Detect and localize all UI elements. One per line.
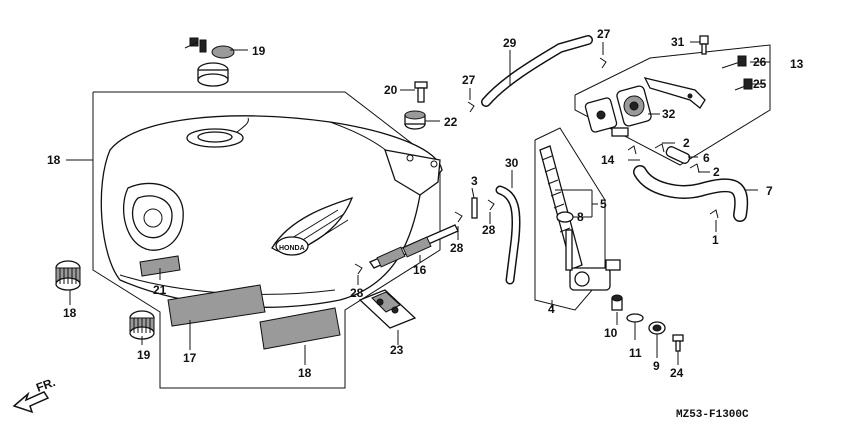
clip-28-b bbox=[487, 199, 495, 211]
callout-20: 19 bbox=[252, 44, 266, 58]
callout-21: 21 bbox=[153, 283, 167, 297]
pin-3 bbox=[471, 197, 478, 219]
callout-9: 9 bbox=[653, 359, 660, 373]
callout-18-b: 19 bbox=[137, 348, 151, 362]
mount-rubber-left bbox=[55, 260, 81, 291]
clip-28-c bbox=[354, 263, 363, 275]
bolt-22 bbox=[672, 334, 684, 352]
bolt-23 bbox=[414, 81, 428, 103]
callout-28-b: 28 bbox=[482, 223, 496, 237]
fuel-cock bbox=[565, 229, 621, 291]
seal-rubber-21 bbox=[139, 255, 181, 277]
callout-6: 6 bbox=[703, 151, 710, 165]
bracket-19 bbox=[358, 289, 417, 329]
leader-lines bbox=[66, 41, 770, 365]
callout-labels: 19 18 20 22 27 29 27 31 26 13 25 32 2 14… bbox=[47, 27, 804, 380]
callout-5: 5 bbox=[600, 197, 607, 211]
bolt-25 bbox=[734, 78, 753, 91]
clip-27-a bbox=[467, 101, 475, 113]
callout-17: 18 bbox=[298, 366, 312, 380]
fuel-cap bbox=[184, 37, 235, 87]
callout-32: 32 bbox=[662, 107, 676, 121]
callout-11: 11 bbox=[629, 346, 642, 360]
fuel-strainer-5 bbox=[539, 145, 583, 270]
callout-28-a: 28 bbox=[450, 241, 464, 255]
callout-4: 4 bbox=[548, 302, 555, 316]
callout-7: 7 bbox=[766, 184, 773, 198]
callout-16: 17 bbox=[183, 351, 197, 365]
callout-31: 31 bbox=[671, 35, 685, 49]
callout-2-b: 2 bbox=[713, 165, 720, 179]
drawing-code: MZ53-F1300C bbox=[676, 409, 749, 421]
clip-1 bbox=[709, 209, 719, 219]
callout-12: 13 bbox=[790, 57, 804, 71]
callout-14: 18 bbox=[47, 153, 61, 167]
callout-13: 14 bbox=[601, 153, 615, 167]
callout-30: 30 bbox=[505, 156, 519, 170]
callout-3: 3 bbox=[471, 174, 478, 188]
callout-27-a: 27 bbox=[462, 73, 476, 87]
seal-rubber-17 bbox=[259, 307, 341, 350]
front-arrow: FR. bbox=[12, 375, 57, 414]
clip-2-a bbox=[654, 143, 665, 153]
stay-12 bbox=[643, 77, 706, 109]
fuel-tank-assembly-outline bbox=[92, 91, 441, 389]
callout-18-a: 18 bbox=[63, 306, 77, 320]
callout-23: 20 bbox=[384, 83, 398, 97]
callout-19: 23 bbox=[390, 343, 404, 357]
fuel-tank: HONDA bbox=[100, 115, 443, 308]
svg-text:HONDA: HONDA bbox=[279, 245, 305, 252]
callout-10: 10 bbox=[604, 326, 618, 340]
clip-28-a bbox=[454, 211, 463, 223]
lever-10 bbox=[611, 294, 623, 311]
callout-25: 25 bbox=[753, 77, 767, 91]
clip-27-b bbox=[599, 57, 607, 69]
mount-rubber-lower bbox=[129, 310, 155, 340]
front-label: FR. bbox=[34, 375, 57, 395]
callout-26: 26 bbox=[753, 55, 767, 69]
vacuum-valve-32 bbox=[616, 85, 652, 127]
valve-body-13 bbox=[584, 97, 637, 155]
breather-tube-29 bbox=[481, 35, 593, 107]
bolt-31 bbox=[699, 35, 709, 55]
callout-15: 16 bbox=[413, 263, 427, 277]
vacuum-valve-assembly-outline bbox=[574, 44, 771, 166]
callout-2-a: 2 bbox=[683, 136, 690, 150]
callout-28-c: 28 bbox=[350, 286, 364, 300]
callout-27-b: 27 bbox=[597, 27, 611, 41]
callout-8: 8 bbox=[577, 210, 584, 224]
callout-29: 29 bbox=[503, 36, 517, 50]
screw-9 bbox=[648, 321, 666, 335]
seal-rubber-16 bbox=[167, 284, 266, 327]
tube-6 bbox=[665, 146, 691, 164]
collar-24 bbox=[404, 110, 426, 130]
o-ring-8 bbox=[556, 211, 574, 223]
clip-2-b bbox=[689, 163, 700, 173]
callout-22: 24 bbox=[670, 366, 684, 380]
bolt-26 bbox=[721, 55, 747, 69]
callout-24: 22 bbox=[444, 115, 458, 129]
washer-11 bbox=[626, 313, 644, 323]
callout-1: 1 bbox=[712, 233, 719, 247]
